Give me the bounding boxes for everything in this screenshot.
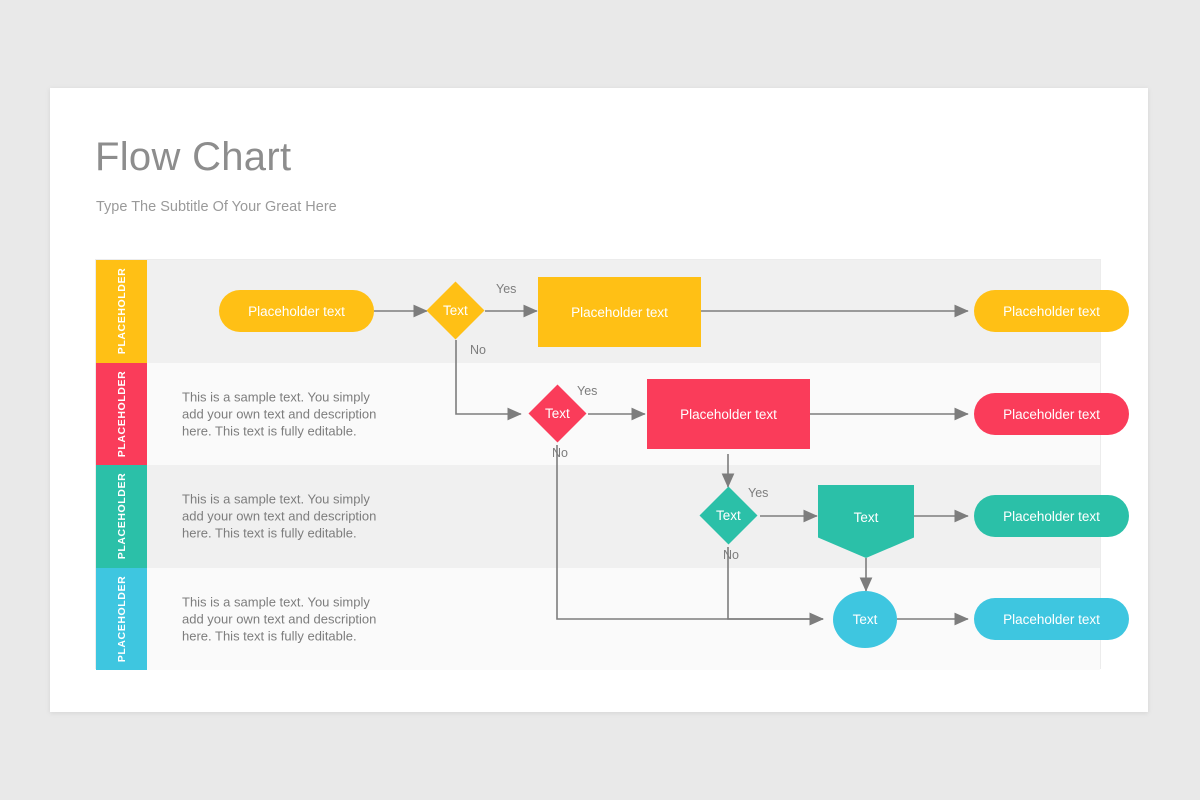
slide-card: Flow Chart Type The Subtitle Of Your Gre… <box>50 88 1148 712</box>
node-label: Text <box>852 612 878 627</box>
node-label: Text <box>853 509 879 525</box>
page-subtitle: Type The Subtitle Of Your Great Here <box>96 199 337 215</box>
node-r1-endpill[interactable]: Placeholder text <box>974 290 1129 332</box>
row-tab-label-1: PLACEHOLDER <box>115 267 128 355</box>
row-tab-4[interactable]: PLACEHOLDER <box>96 567 147 670</box>
node-label: Text <box>443 302 468 318</box>
edge-label-r1-no: No <box>470 343 486 357</box>
node-label: Placeholder text <box>1003 611 1100 627</box>
node-label: Text <box>716 507 741 523</box>
flow-row-3: PLACEHOLDER This is a sample text. You s… <box>96 465 1100 568</box>
row-description-4: This is a sample text. You simply add yo… <box>182 594 377 644</box>
node-label: Placeholder text <box>680 406 777 422</box>
row-description-3: This is a sample text. You simply add yo… <box>182 491 377 541</box>
row-tab-label-2: PLACEHOLDER <box>115 370 128 458</box>
page-title: Flow Chart <box>95 135 292 179</box>
row-tab-label-4: PLACEHOLDER <box>115 575 128 663</box>
node-label: Placeholder text <box>1003 508 1100 524</box>
node-label: Placeholder text <box>248 303 345 319</box>
node-label: Placeholder text <box>571 304 668 320</box>
flow-row-4: PLACEHOLDER This is a sample text. You s… <box>96 567 1100 670</box>
node-r2-endpill[interactable]: Placeholder text <box>974 393 1129 435</box>
node-label: Placeholder text <box>1003 303 1100 319</box>
node-r1-rect[interactable]: Placeholder text <box>538 277 701 347</box>
node-r4-endpill[interactable]: Placeholder text <box>974 598 1129 640</box>
row-tab-2[interactable]: PLACEHOLDER <box>96 362 147 465</box>
row-tab-3[interactable]: PLACEHOLDER <box>96 465 147 568</box>
row-tab-1[interactable]: PLACEHOLDER <box>96 260 147 363</box>
node-r4-circle[interactable]: Text <box>833 591 897 648</box>
node-r2-rect[interactable]: Placeholder text <box>647 379 810 449</box>
edge-label-r3-no: No <box>723 548 739 562</box>
node-r3-endpill[interactable]: Placeholder text <box>974 495 1129 537</box>
edge-label-r1-yes: Yes <box>496 282 517 296</box>
edge-label-r3-yes: Yes <box>748 486 769 500</box>
row-description-2: This is a sample text. You simply add yo… <box>182 389 377 439</box>
node-label: Text <box>545 405 570 421</box>
edge-label-r2-yes: Yes <box>577 384 598 398</box>
edge-label-r2-no: No <box>552 446 568 460</box>
node-r1-pill[interactable]: Placeholder text <box>219 290 374 332</box>
flow-row-2: PLACEHOLDER This is a sample text. You s… <box>96 362 1100 465</box>
flowchart-table: PLACEHOLDER PLACEHOLDER This is a sample… <box>95 259 1129 670</box>
row-tab-label-3: PLACEHOLDER <box>115 472 128 560</box>
node-label: Placeholder text <box>1003 406 1100 422</box>
